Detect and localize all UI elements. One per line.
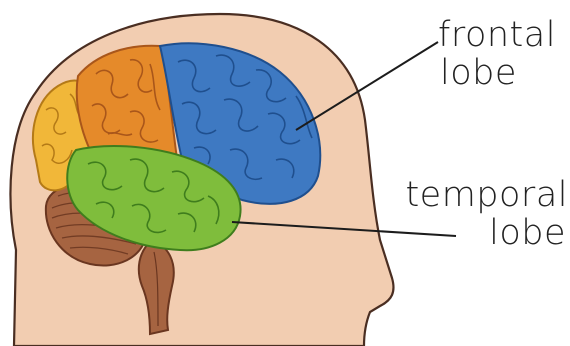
temporal-label-line1: temporal [398, 176, 568, 214]
frontal-lobe-label: frontal lobe [438, 16, 568, 92]
temporal-label-line2: lobe [398, 214, 568, 252]
frontal-label-line1: frontal [438, 16, 568, 54]
frontal-label-line2: lobe [438, 54, 568, 92]
temporal-lobe-label: temporal lobe [398, 176, 568, 252]
